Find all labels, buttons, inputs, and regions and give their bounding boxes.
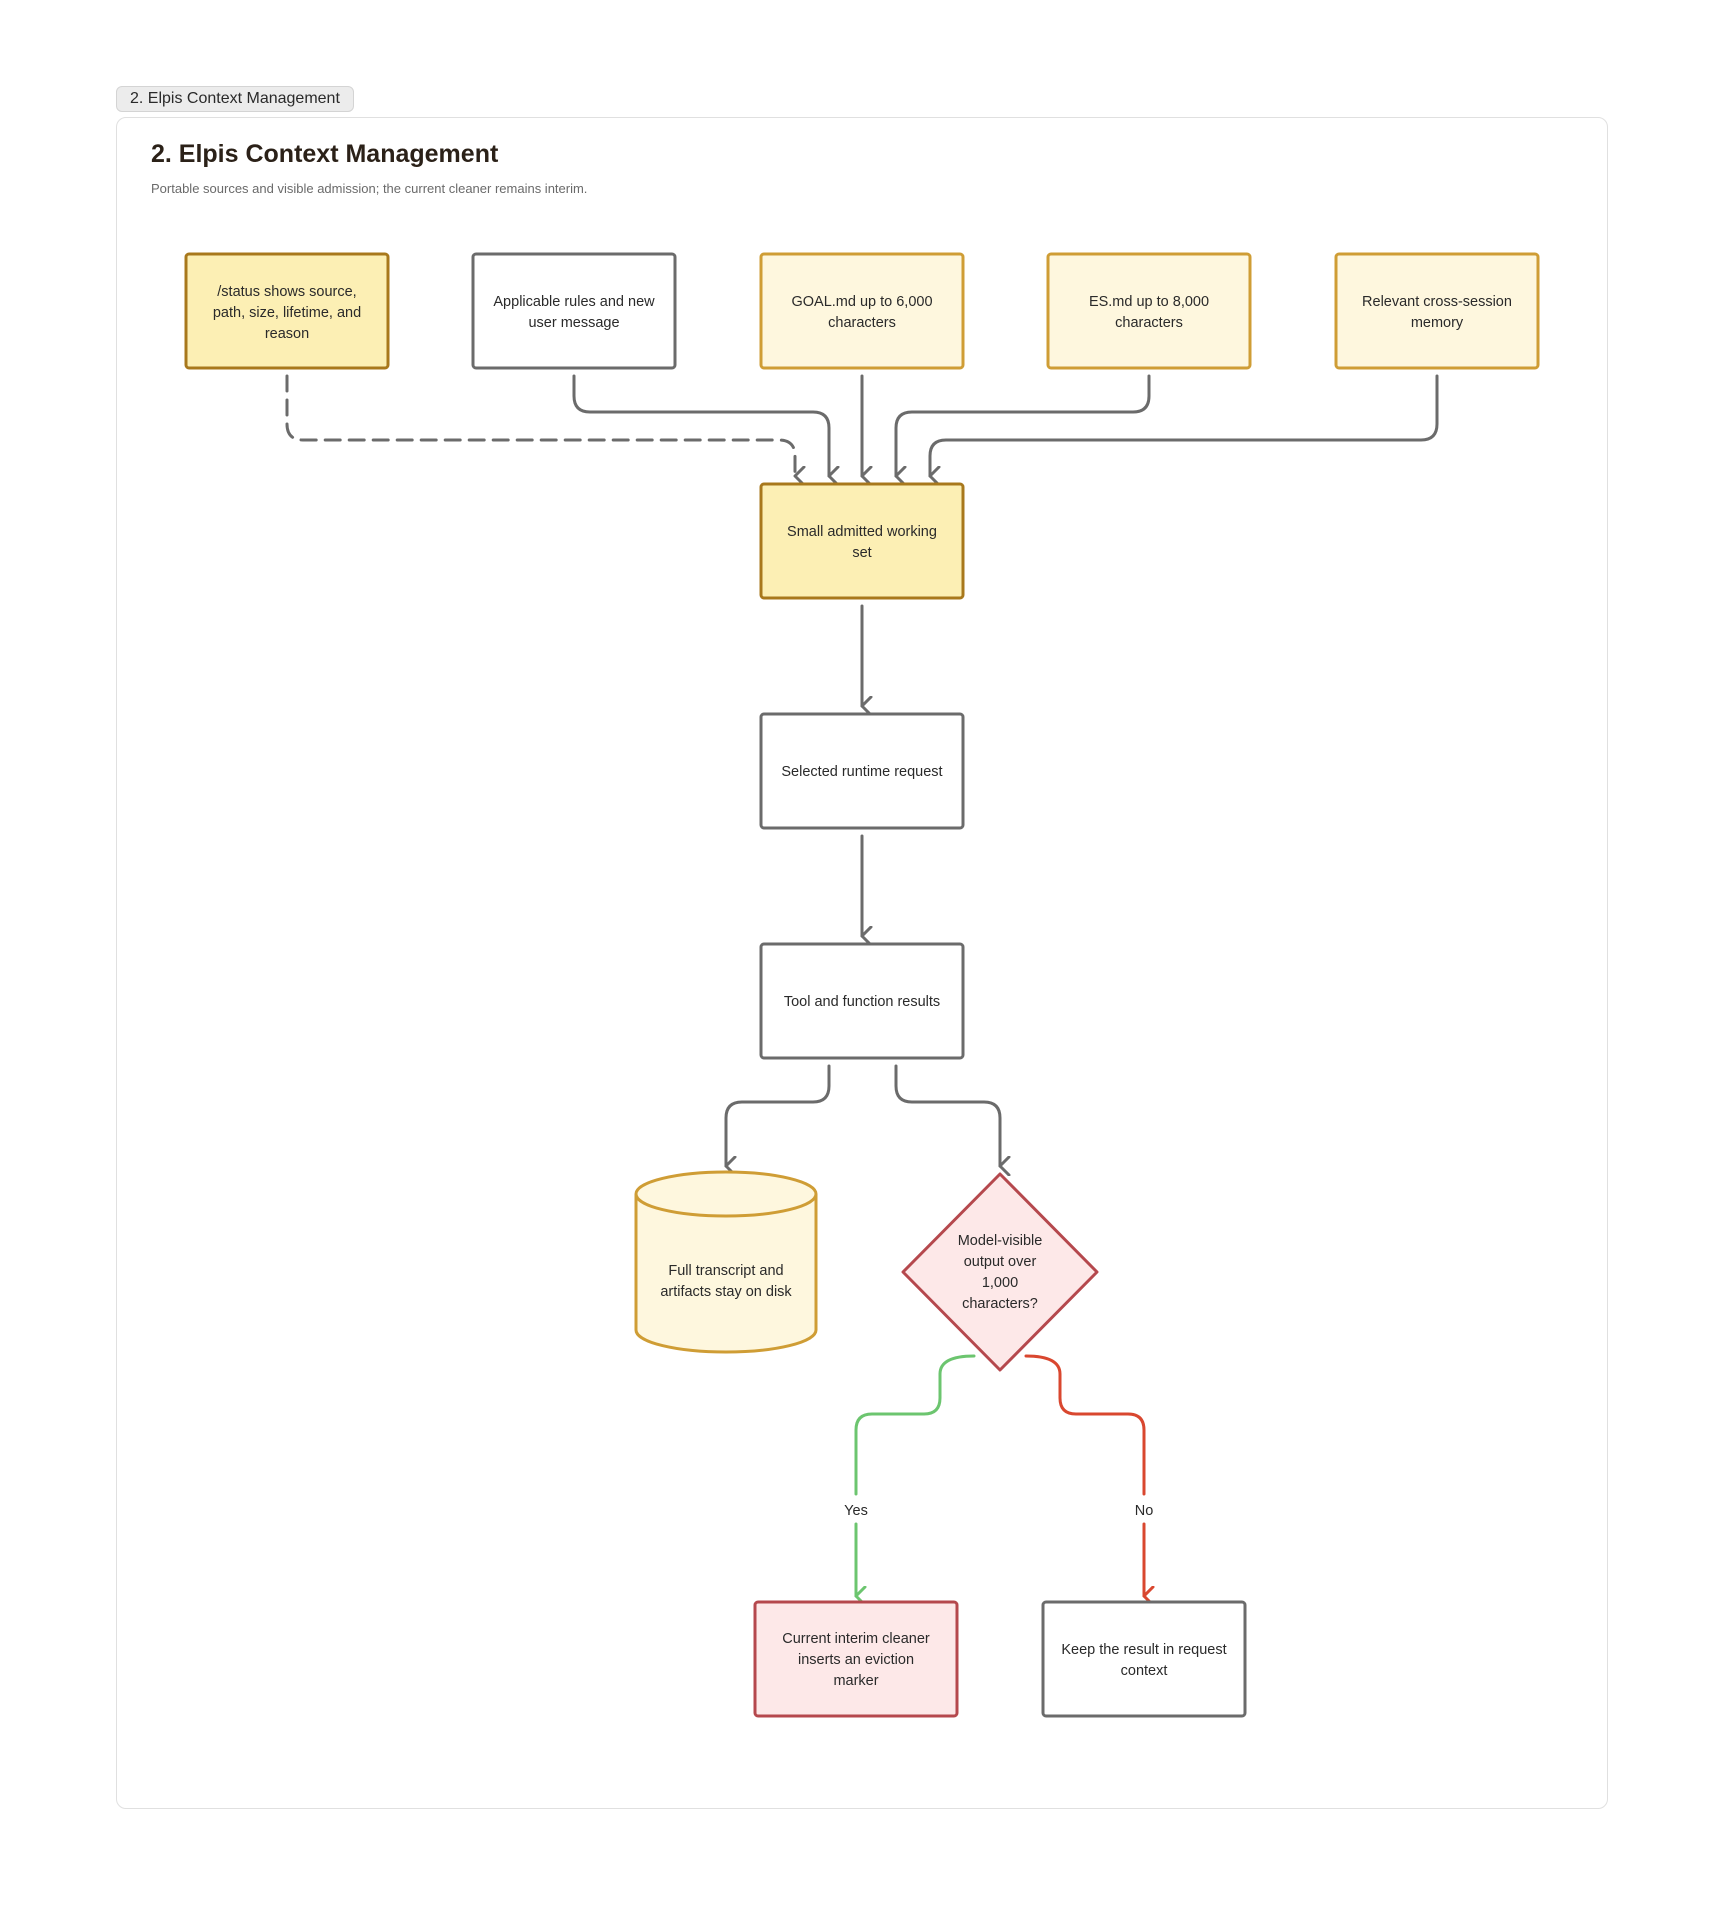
node-goal[interactable]: GOAL.md up to 6,000 characters [759, 252, 965, 370]
node-goal-line-1: GOAL.md up to 6,000 [791, 294, 932, 310]
node-runtime-request[interactable]: Selected runtime request [759, 712, 965, 830]
node-tool-results-line-1: Tool and function results [784, 994, 940, 1010]
diagram-tab[interactable]: 2. Elpis Context Management [116, 86, 354, 112]
node-transcript[interactable]: Full transcript and artifacts stay on di… [634, 1170, 818, 1354]
node-memory-line-2: memory [1411, 315, 1464, 331]
node-transcript-line-1: Full transcript and [668, 1263, 783, 1279]
node-decision-line-1: Model-visible [958, 1233, 1043, 1249]
node-runtime-request-line-1: Selected runtime request [781, 764, 942, 780]
node-status-line-2: path, size, lifetime, and [213, 305, 361, 321]
edge-status-to-working-set [285, 374, 795, 476]
node-memory[interactable]: Relevant cross-session memory [1334, 252, 1540, 370]
edge-memory-to-working-set [928, 374, 1439, 476]
edge-decision-no-to-keep [1024, 1354, 1146, 1496]
node-decision-line-2: output over [964, 1254, 1037, 1270]
node-cleaner-line-1: Current interim cleaner [782, 1631, 930, 1647]
cylinder-body [634, 1194, 818, 1354]
decision-diamond [901, 1172, 1099, 1372]
diagram-title: 2. Elpis Context Management [151, 140, 499, 168]
edge-rules-to-working-set [572, 374, 829, 476]
edge-label-yes: Yes [844, 1503, 868, 1519]
node-rules-line-1: Applicable rules and new [493, 294, 655, 310]
node-rules[interactable]: Applicable rules and new user message [471, 252, 677, 370]
node-status[interactable]: /status shows source, path, size, lifeti… [184, 252, 390, 370]
node-es-line-2: characters [1115, 315, 1183, 331]
node-cleaner-line-2: inserts an eviction [798, 1652, 914, 1668]
node-cleaner[interactable]: Current interim cleaner inserts an evict… [753, 1600, 959, 1718]
node-tool-results[interactable]: Tool and function results [759, 942, 965, 1060]
diagram-subtitle: Portable sources and visible admission; … [151, 181, 588, 196]
node-decision[interactable]: Model-visible output over 1,000 characte… [901, 1172, 1099, 1372]
edge-es-to-working-set [894, 374, 1151, 476]
node-decision-line-4: characters? [962, 1296, 1038, 1312]
node-transcript-line-2: artifacts stay on disk [660, 1284, 792, 1300]
node-working-set-line-2: set [852, 545, 871, 561]
node-keep-line-1: Keep the result in request [1061, 1642, 1226, 1658]
node-es-line-1: ES.md up to 8,000 [1089, 294, 1209, 310]
node-working-set-line-1: Small admitted working [787, 524, 937, 540]
edge-tool-results-to-transcript [724, 1064, 831, 1166]
cylinder-top [634, 1170, 818, 1218]
node-working-set[interactable]: Small admitted working set [759, 482, 965, 600]
node-es[interactable]: ES.md up to 8,000 characters [1046, 252, 1252, 370]
node-status-line-3: reason [265, 326, 309, 342]
node-goal-line-2: characters [828, 315, 896, 331]
node-cleaner-line-3: marker [833, 1673, 878, 1689]
node-decision-line-3: 1,000 [982, 1275, 1018, 1291]
node-keep-line-2: context [1121, 1663, 1168, 1679]
node-status-line-1: /status shows source, [217, 284, 356, 300]
edge-tool-results-to-decision [894, 1064, 1000, 1166]
node-keep[interactable]: Keep the result in request context [1041, 1600, 1247, 1718]
edge-label-no: No [1135, 1503, 1154, 1519]
edge-decision-yes-to-cleaner [854, 1354, 976, 1496]
node-memory-line-1: Relevant cross-session [1362, 294, 1512, 310]
node-rules-line-2: user message [528, 315, 619, 331]
